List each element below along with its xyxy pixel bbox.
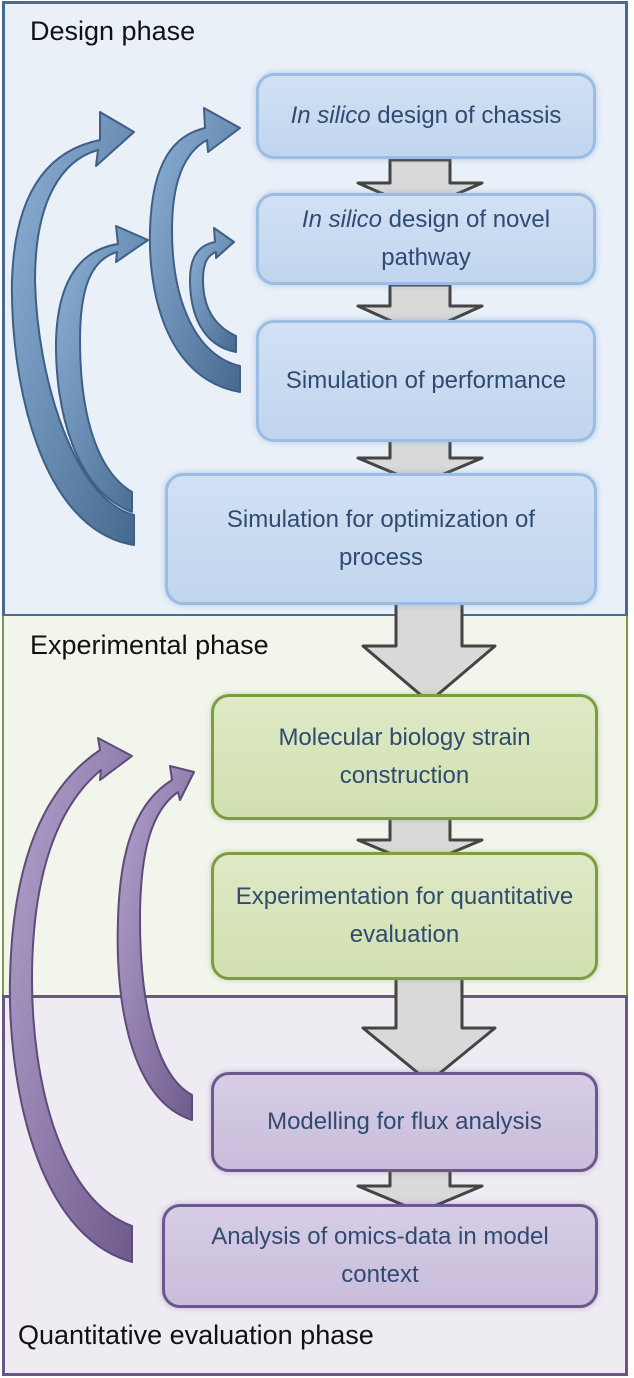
- step-experimentation-text: Experimentation for quantitative evaluat…: [235, 883, 574, 948]
- feedback-arrow-flux-to-strain: [116, 765, 195, 1121]
- step-optimization-text: Simulation for optimization of process: [226, 506, 536, 571]
- step-omics-analysis: Analysis of omics-data in model context: [162, 1204, 598, 1308]
- experimental-phase-label: Experimental phase: [30, 630, 269, 660]
- quantitative-phase-region: [2, 995, 628, 1376]
- step-chassis-italic: In silico: [290, 102, 371, 129]
- step-strain-text: Molecular biology strain construction: [278, 724, 531, 789]
- step-performance-text: Simulation of performance: [285, 367, 567, 394]
- step-experimentation: Experimentation for quantitative evaluat…: [211, 852, 598, 980]
- feedback-arrow-optimization-to-pathway: [54, 225, 149, 513]
- step-pathway-italic: In silico: [301, 206, 382, 233]
- step-pathway-design: In silico design of novel pathway: [256, 193, 596, 285]
- step-flux-text: Modelling for flux analysis: [267, 1108, 542, 1135]
- step-pathway-text: design of novel pathway: [381, 206, 551, 271]
- feedback-arrow-performance-to-pathway: [189, 227, 237, 353]
- design-phase-label: Design phase: [30, 16, 196, 46]
- feedback-arrow-performance-to-chassis: [148, 107, 241, 393]
- step-strain-construction: Molecular biology strain construction: [211, 694, 598, 820]
- step-chassis-text: design of chassis: [370, 102, 562, 129]
- down-arrow-6: [361, 973, 497, 1084]
- down-arrow-4: [361, 590, 497, 704]
- feedback-arrow-optimization-to-chassis: [10, 111, 135, 546]
- step-simulation-optimization: Simulation for optimization of process: [165, 473, 597, 605]
- feedback-arrow-omics-to-strain: [8, 737, 133, 1263]
- step-omics-text: Analysis of omics-data in model context: [211, 1223, 549, 1288]
- quantitative-phase-label: Quantitative evaluation phase: [18, 1320, 374, 1350]
- step-chassis-design: In silico design of chassis: [256, 73, 596, 159]
- step-simulation-performance: Simulation of performance: [256, 320, 596, 442]
- step-flux-modelling: Modelling for flux analysis: [211, 1072, 598, 1172]
